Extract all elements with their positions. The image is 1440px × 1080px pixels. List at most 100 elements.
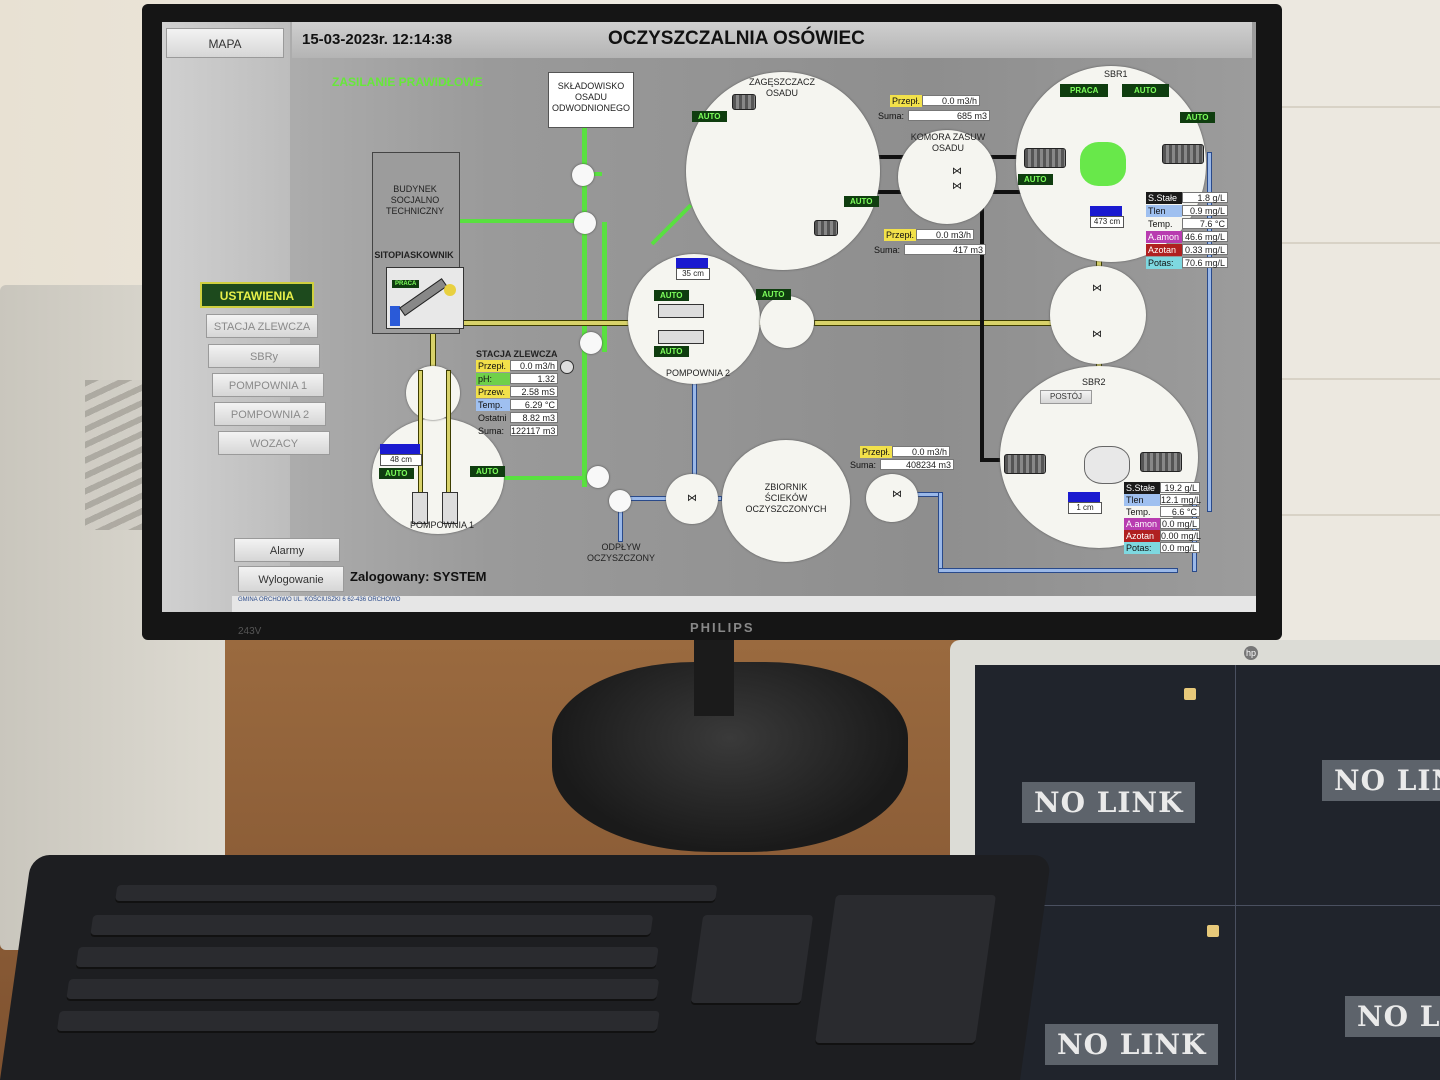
map-button[interactable]: MAPA: [166, 28, 284, 58]
camera-status-2: NO LINK: [1322, 760, 1440, 801]
valve-icon: ⋈: [892, 489, 902, 500]
pipe-sludge: [980, 458, 1010, 462]
sbr2-state: POSTÓJ: [1040, 390, 1092, 404]
komora-zasuw-tank: [898, 130, 996, 224]
sitopiaskownik-water-icon: [390, 306, 400, 326]
blower-icon: [1162, 144, 1204, 164]
pump-icon: [658, 330, 704, 344]
pipe-blue: [938, 492, 943, 572]
param-label: S.Stałe: [1146, 192, 1182, 204]
valve-icon: ⋈: [952, 181, 962, 192]
param-label: Azotan: [1146, 244, 1182, 256]
param-label: A.amon: [1146, 231, 1182, 243]
logout-button[interactable]: Wylogowanie: [238, 566, 344, 592]
nav-pompownia-1[interactable]: POMPOWNIA 1: [212, 373, 324, 397]
pompownia-1-level-bar: [380, 444, 420, 454]
junction-node: [587, 466, 609, 488]
sbr1-blower-a-mode[interactable]: AUTO: [1018, 174, 1053, 185]
zageszczacz-mixer-a-mode[interactable]: AUTO: [692, 111, 727, 122]
komora-label: KOMORA ZASUW OSADU: [910, 132, 986, 153]
camera-icon: [1184, 688, 1196, 700]
datetime: 15-03-2023r. 12:14:38: [302, 31, 453, 48]
settings-button[interactable]: USTAWIENIA: [200, 282, 314, 308]
param-row: Potas:0.0 mg/L: [1124, 542, 1200, 554]
nav-wozacy[interactable]: WOZACY: [218, 431, 330, 455]
pompownia-2-pump-a-mode[interactable]: AUTO: [654, 290, 689, 301]
param-row: Przew.2.58 mS: [476, 386, 558, 398]
skladowisko-label: SKŁADOWISKO OSADU ODWODNIONEGO: [548, 72, 634, 128]
mixer-icon: [732, 94, 756, 110]
navigation-keys: [690, 915, 814, 1005]
zbiornik-outlet-chamber: [866, 474, 918, 522]
param-label: Przew.: [476, 386, 510, 398]
pompownia-1-pump-a-mode[interactable]: AUTO: [379, 468, 414, 479]
camera-divider: [1235, 665, 1236, 1080]
pompownia-1-label: POMPOWNIA 1: [410, 520, 475, 530]
mixer-icon: [814, 220, 838, 236]
param-value: 8.82 m3: [510, 412, 558, 423]
aerator-icon: [1084, 446, 1130, 484]
param-row: Suma:122117 m3: [476, 425, 558, 437]
sitopiaskownik-status: PRACA: [392, 280, 420, 288]
shift-key-row: [56, 1011, 660, 1033]
junction-node: [574, 212, 596, 234]
camera-status-4: NO LINK: [1345, 996, 1440, 1037]
page-title: OCZYSZCZALNIA OSÓWIEC: [608, 28, 865, 49]
param-value: 0.0 mg/L: [1160, 518, 1200, 529]
param-label: Azotan: [1124, 530, 1160, 542]
pipe-blue: [938, 568, 1178, 573]
monitor-stand: [694, 636, 734, 716]
sbr1-blower-b-mode[interactable]: AUTO: [1180, 112, 1215, 123]
camera-divider: [975, 905, 1440, 906]
param-label: pH:: [476, 373, 510, 385]
pompownia-1-level: 48 cm: [380, 454, 422, 466]
alarms-button[interactable]: Alarmy: [234, 538, 340, 562]
scada-screen: MAPA 15-03-2023r. 12:14:38 OCZYSZCZALNIA…: [162, 22, 1256, 612]
blower-icon: [1004, 454, 1046, 474]
param-value: 0.0 m3/h: [510, 360, 558, 371]
komora-flow: Przepł.0.0 m3/h: [884, 229, 974, 241]
wall-tiles: [1270, 0, 1440, 650]
param-value: 0.9 mg/L: [1182, 205, 1228, 216]
zageszczacz-flow: Przepł.0.0 m3/h: [890, 95, 980, 107]
junction-node: [572, 164, 594, 186]
motor-icon: [444, 284, 456, 296]
param-row: Temp.7.6 °C: [1146, 218, 1228, 230]
nav-stacja-zlewcza[interactable]: STACJA ZLEWCZA: [206, 314, 318, 338]
param-value: 46.6 mg/L: [1182, 231, 1228, 242]
pompownia-2-label: POMPOWNIA 2: [666, 368, 731, 378]
pompownia-1-valve-chamber: [406, 366, 460, 420]
zbiornik-sum: Suma:408234 m3: [848, 459, 954, 471]
param-label: Tlen: [1146, 205, 1182, 217]
nav-pompownia-2[interactable]: POMPOWNIA 2: [214, 402, 326, 426]
zbiornik-flow: Przepł.0.0 m3/h: [860, 446, 950, 458]
param-value: 1.8 g/L: [1182, 192, 1228, 203]
sitopiaskownik-label: SITOPIASKOWNIK: [374, 250, 454, 260]
pipe-green: [602, 222, 607, 352]
junction-node: [580, 332, 602, 354]
pompownia-2-pump-c-mode[interactable]: AUTO: [654, 346, 689, 357]
aerator-icon: [1080, 142, 1126, 186]
param-label: Tlen: [1124, 494, 1160, 506]
zageszczacz-mixer-b-mode[interactable]: AUTO: [844, 196, 879, 207]
pump-icon: [412, 492, 428, 524]
param-label: S.Stałe: [1124, 482, 1160, 494]
pompownia-1-pump-b-mode[interactable]: AUTO: [470, 466, 505, 477]
pompownia-2-pump-b-mode[interactable]: AUTO: [756, 289, 791, 300]
param-row: Temp.6.29 °C: [476, 399, 558, 411]
sbr1-mode[interactable]: AUTO: [1122, 84, 1169, 97]
param-row: Temp.6.6 °C: [1124, 506, 1200, 518]
footer-bar: GMINA ORCHOWO UL. KOŚCIUSZKI 6 62-436 OR…: [232, 596, 1256, 612]
zageszczacz-tank: [686, 72, 880, 270]
zageszczacz-sum: Suma:685 m3: [876, 110, 990, 122]
sbr2-level: 1 cm: [1068, 502, 1102, 514]
komora-sum: Suma:417 m3: [872, 244, 986, 256]
param-value: 12.1 mg/L: [1160, 494, 1202, 505]
odplyw-label: ODPŁYW OCZYSZCZONY: [586, 542, 655, 563]
keyboard: [0, 855, 1052, 1080]
nav-sbry[interactable]: SBRy: [208, 344, 320, 368]
